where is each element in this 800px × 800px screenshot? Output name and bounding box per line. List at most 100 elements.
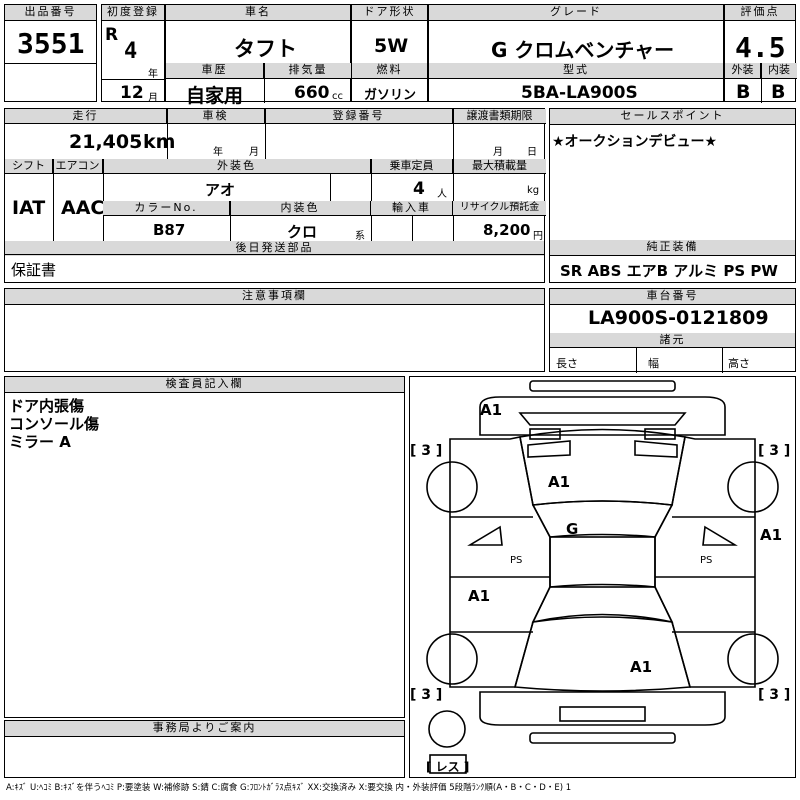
height-label: 高さ xyxy=(728,357,750,370)
mileage: 21,405 xyxy=(69,131,143,153)
office-label: 事務局よりご案内 xyxy=(5,721,404,737)
interior-label: 内装 xyxy=(761,63,797,79)
damage-roof: G xyxy=(566,520,578,538)
first-registration-box: 初度登録 R 4 年 12 月 xyxy=(101,4,165,104)
caution-label: 注意事項欄 xyxy=(5,289,544,305)
spare-tire: [ レス ] xyxy=(426,760,469,774)
damage-rear: A1 xyxy=(630,658,652,676)
tire-front-left: [ 3 ] xyxy=(410,443,442,459)
transfer-month-unit: 月 xyxy=(493,147,503,158)
lot-number-box: 出品番号 3551 xyxy=(4,4,97,102)
door-label: ドア形状 xyxy=(352,5,427,21)
equipment: SR ABS エアB アルミ PS PW xyxy=(560,262,778,280)
later-parts: 保証書 xyxy=(11,261,57,279)
legend: A:ｷｽﾞ U:ﾍｺﾐ B:ｷｽﾞを伴うﾍｺﾐ P:要塗装 W:補修跡 S:錆 … xyxy=(6,783,572,793)
model-label: 型式 xyxy=(429,63,723,79)
transfer-label: 譲渡書類期限 xyxy=(453,109,546,124)
car-diagram: A1 A1 G A1 A1 A1 [ 3 ] [ 3 ] [ 3 ] [ 3 ]… xyxy=(410,380,790,774)
fuel: ガソリン xyxy=(364,88,417,103)
sales-point-box: セールスポイント ★オークションデビュー★ 純正装備 SR ABS エアB アル… xyxy=(549,108,796,283)
exterior-grade: B xyxy=(736,81,751,103)
later-parts-box: 保証書 xyxy=(4,254,545,283)
chassis-label: 車台番号 xyxy=(550,289,795,305)
details-table: 走行 車検 登録番号 譲渡書類期限 21,405 km 年 月 月 日 シフト … xyxy=(4,108,546,256)
interior-grade: B xyxy=(771,81,786,103)
month-unit: 月 xyxy=(148,93,158,104)
shift-label: シフト xyxy=(5,159,53,174)
grade-box: グレード G クロムベンチャー 型式 5BA-LA900S xyxy=(428,4,724,103)
shift: IAT xyxy=(12,197,46,219)
grade-label: グレード xyxy=(429,5,723,21)
tire-front-right: [ 3 ] xyxy=(758,443,790,459)
fuel-label: 燃料 xyxy=(352,63,427,79)
car-diagram-box: A1 A1 G A1 A1 A1 [ 3 ] [ 3 ] [ 3 ] [ 3 ]… xyxy=(409,376,796,778)
lot-number-label: 出品番号 xyxy=(5,5,96,21)
km-unit: km xyxy=(143,131,176,153)
specs-label: 諸元 xyxy=(550,333,795,348)
damage-left: A1 xyxy=(468,587,490,605)
chassis-box: 車台番号 LA900S-0121809 諸元 長さ 幅 高さ xyxy=(549,288,796,373)
chassis-number: LA900S-0121809 xyxy=(588,307,769,329)
colorno-label: カラーNo. xyxy=(103,201,230,216)
exterior-label: 外装 xyxy=(725,63,761,79)
registration-year: 4 xyxy=(124,39,138,64)
history: 自家用 xyxy=(186,85,244,107)
ac-label: エアコン xyxy=(53,159,103,174)
mileage-label: 走行 xyxy=(5,109,167,124)
yen-unit: 円 xyxy=(533,231,543,242)
equipment-label: 純正装備 xyxy=(550,240,795,256)
inspector-label: 検査員記入欄 xyxy=(5,377,404,393)
inspector-box: 検査員記入欄 ドア内張傷 コンソール傷 ミラー A xyxy=(4,376,405,718)
color-label: 外装色 xyxy=(103,159,371,174)
inspector-note: ドア内張傷 xyxy=(9,397,85,415)
inspection-month-unit: 月 xyxy=(249,147,259,158)
ps-right: PS xyxy=(700,555,712,566)
import-label: 輸入車 xyxy=(371,201,453,216)
tire-rear-right: [ 3 ] xyxy=(758,687,790,703)
tire-rear-left: [ 3 ] xyxy=(410,687,442,703)
recycle-deposit: 8,200 xyxy=(483,221,531,239)
width-label: 幅 xyxy=(648,357,659,370)
interior-color-label: 内装色 xyxy=(230,201,371,216)
ac: AAC xyxy=(61,197,105,219)
score-box: 評価点 4.5 外装 内装 B B xyxy=(724,4,797,103)
damage-hood: A1 xyxy=(548,473,570,491)
office-box: 事務局よりご案内 xyxy=(4,720,405,778)
caution-box: 注意事項欄 xyxy=(4,288,545,372)
car-name-box: 車名 タフト 車歴 排気量 自家用 660 cc xyxy=(165,4,352,107)
damage-right: A1 xyxy=(760,526,782,544)
transfer-day-unit: 日 xyxy=(527,147,537,158)
color: アオ xyxy=(205,181,236,199)
sales-point: ★オークションデビュー★ xyxy=(552,134,718,150)
regno-label: 登録番号 xyxy=(265,109,453,124)
displacement: 660 xyxy=(294,83,330,103)
capacity: 4 xyxy=(413,179,425,199)
first-registration-label: 初度登録 xyxy=(102,5,164,21)
recycle-label: リサイクル預託金 xyxy=(453,201,546,216)
year-unit: 年 xyxy=(148,69,158,80)
ps-left: PS xyxy=(510,555,522,566)
inspector-note: コンソール傷 xyxy=(9,415,100,433)
later-parts-label: 後日発送部品 xyxy=(5,241,544,256)
series-unit: 系 xyxy=(355,231,365,242)
damage-front: A1 xyxy=(480,401,502,419)
kg-unit: kg xyxy=(527,185,540,196)
score-label: 評価点 xyxy=(725,5,795,21)
inspection-year-unit: 年 xyxy=(213,147,223,158)
registration-month: 12 xyxy=(120,83,144,103)
interior-color: クロ xyxy=(287,223,318,241)
lot-number: 3551 xyxy=(17,27,85,60)
model: 5BA-LA900S xyxy=(521,83,638,103)
history-label: 車歴 xyxy=(166,63,264,79)
car-name-label: 車名 xyxy=(166,5,350,21)
length-label: 長さ xyxy=(556,357,578,370)
door-box: ドア形状 5W 燃料 ガソリン xyxy=(351,4,428,103)
displacement-label: 排気量 xyxy=(264,63,352,79)
door: 5W xyxy=(374,35,409,57)
sales-point-label: セールスポイント xyxy=(550,109,795,125)
cc-unit: cc xyxy=(332,91,343,102)
inspection-label: 車検 xyxy=(167,109,265,124)
era: R xyxy=(105,25,119,45)
grade: G クロムベンチャー xyxy=(491,38,675,62)
inspector-note: ミラー A xyxy=(9,433,71,451)
